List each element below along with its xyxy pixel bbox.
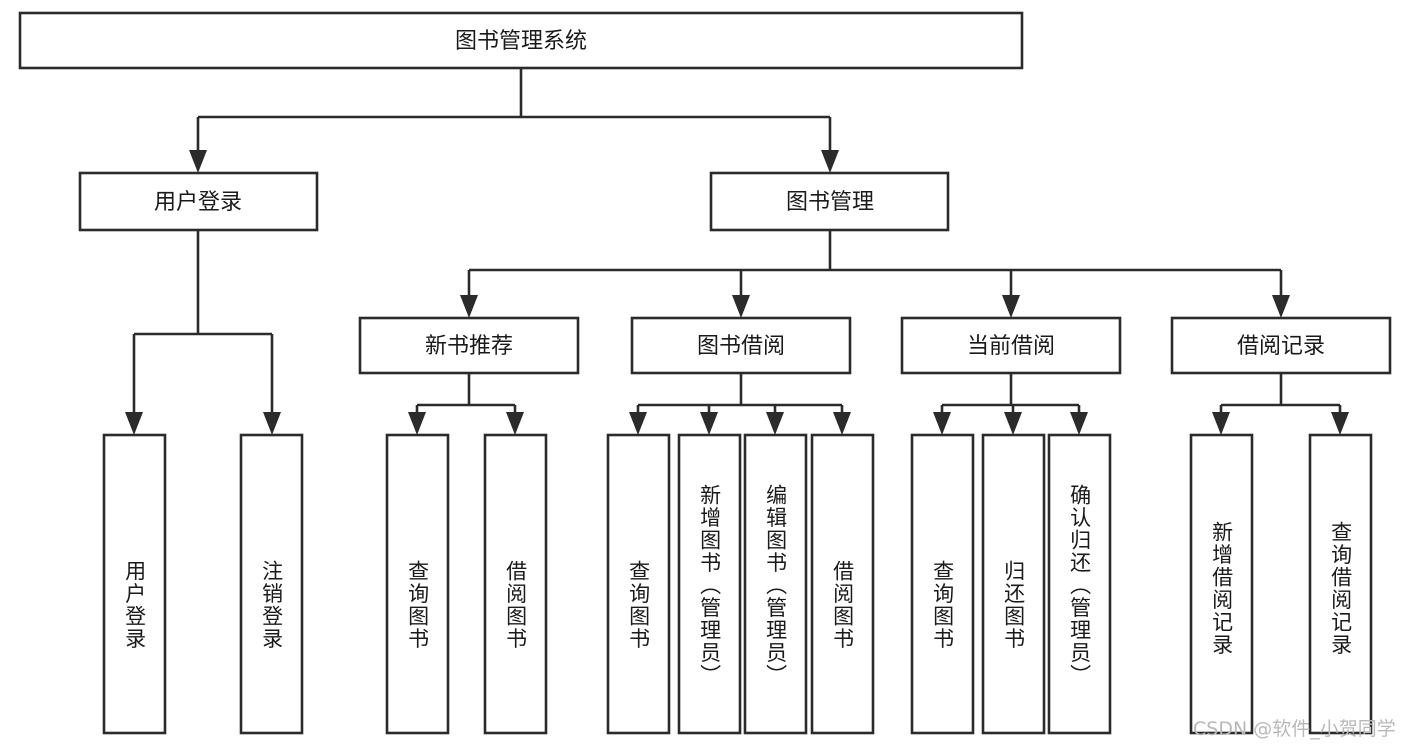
node-root-box[interactable] (18, 11, 1024, 70)
node-user-login-label: 用户登录 (154, 190, 242, 215)
node-borrow-record-box[interactable] (1170, 316, 1392, 375)
edge-group-book-mgmt (460, 230, 1290, 318)
arrow-head-record-add (1212, 412, 1230, 435)
node-new-book-recommend-box[interactable] (358, 316, 580, 375)
arrow-head-book-mgmt (821, 150, 839, 173)
node-borrow-record-label: 借阅记录 (1237, 334, 1325, 359)
arrow-head-borrow-edit (766, 412, 784, 435)
node-borrow-record[interactable]: 借阅记录 (1170, 316, 1392, 375)
arrow-head-current-confirm (1070, 412, 1088, 435)
arrow-head-record-query (1331, 412, 1349, 435)
node-book-borrow-label: 图书借阅 (697, 334, 785, 359)
node-root-label: 图书管理系统 (455, 29, 587, 54)
node-new-book-recommend-label: 新书推荐 (425, 334, 513, 359)
leaf-box-record-add-record[interactable] (1189, 433, 1254, 735)
node-current-borrow-label: 当前借阅 (967, 334, 1055, 359)
node-root[interactable]: 图书管理系统 (18, 11, 1024, 70)
arrow-head-newbook-query (408, 412, 426, 435)
arrow-head-borrow-lend (833, 412, 851, 435)
leaf-box-user-login[interactable] (102, 433, 167, 735)
node-current-borrow-box[interactable] (900, 316, 1122, 375)
edge-group-record (1212, 373, 1349, 435)
leaf-box-logout[interactable] (239, 433, 304, 735)
csdn-watermark: CSDN @软件_小贺同学 (1193, 718, 1396, 740)
leaf-box-record-query-record[interactable] (1308, 433, 1373, 735)
leaf-box-borrow-add-book-admin[interactable] (677, 433, 742, 735)
leaf-box-borrow-query-books[interactable] (606, 433, 671, 735)
leaf-box-group (102, 433, 1373, 735)
node-user-login-box[interactable] (78, 171, 319, 232)
leaf-box-newbook-query-books[interactable] (385, 433, 450, 735)
node-book-management-box[interactable] (709, 171, 950, 232)
node-book-borrow[interactable]: 图书借阅 (630, 316, 852, 375)
edge-group-borrow (629, 373, 851, 435)
node-book-management-label: 图书管理 (786, 190, 874, 215)
node-book-management[interactable]: 图书管理 (709, 171, 950, 232)
edge-group-user-login (125, 230, 281, 435)
node-current-borrow[interactable]: 当前借阅 (900, 316, 1122, 375)
edge-group-root (189, 68, 839, 173)
node-user-login[interactable]: 用户登录 (78, 171, 319, 232)
node-new-book-recommend[interactable]: 新书推荐 (358, 316, 580, 375)
leaf-box-borrow-borrow-books[interactable] (810, 433, 875, 735)
leaf-box-current-return-books[interactable] (981, 433, 1046, 735)
arrow-head-borrow-add (700, 412, 718, 435)
arrow-head-current-return (1004, 412, 1022, 435)
leaf-box-current-confirm-return-admin[interactable] (1047, 433, 1112, 735)
arrow-head-borrow (732, 295, 750, 318)
arrow-head-record (1272, 295, 1290, 318)
arrow-head-user-login (189, 150, 207, 173)
arrow-head-current (1002, 295, 1020, 318)
edge-group-newbook (408, 373, 524, 435)
arrow-head-leaf-user-login (125, 412, 143, 435)
node-book-borrow-box[interactable] (630, 316, 852, 375)
arrow-head-borrow-query (629, 412, 647, 435)
arrow-head-current-query (933, 412, 951, 435)
leaf-box-borrow-edit-book-admin[interactable] (743, 433, 808, 735)
arrow-head-newbook-borrow (506, 412, 524, 435)
leaf-box-current-query-books[interactable] (910, 433, 975, 735)
leaf-box-newbook-borrow-books[interactable] (483, 433, 548, 735)
arrow-head-leaf-logout (263, 412, 281, 435)
arrow-head-newbook (460, 295, 478, 318)
edge-group-current (933, 373, 1088, 435)
